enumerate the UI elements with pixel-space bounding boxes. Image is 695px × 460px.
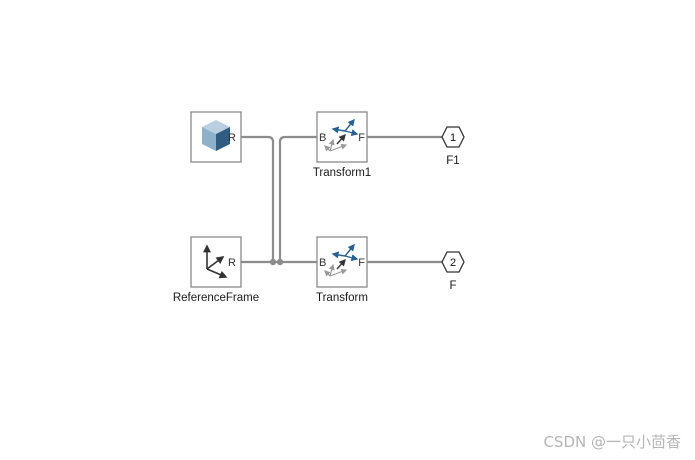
reference-frame-name: ReferenceFrame: [173, 292, 259, 304]
transform1-port-b: B: [319, 132, 326, 144]
connection-port-f-label: F: [449, 280, 456, 292]
hexagon-port-icon: [441, 251, 465, 273]
connection-port-f1[interactable]: 1: [441, 126, 465, 148]
connection-lines: [241, 135, 442, 266]
reference-frame-block-frame: [190, 236, 242, 288]
transform-block[interactable]: B F: [316, 236, 368, 288]
solid-block[interactable]: R: [190, 111, 242, 163]
transform1-block[interactable]: B F: [316, 111, 368, 163]
cube-icon: [202, 120, 230, 151]
line-solid-to-transform1[interactable]: [241, 135, 275, 262]
reference-frame-port-r: R: [228, 257, 236, 269]
solid-port-r: R: [228, 132, 236, 144]
watermark: CSDN @一只小茴香: [543, 433, 681, 451]
transform1-port-f: F: [358, 132, 365, 144]
branch-point: [269, 258, 277, 266]
transform1-name: Transform1: [313, 167, 371, 179]
line-frame-to-transform1[interactable]: [278, 135, 317, 262]
transform-name: Transform: [316, 292, 368, 304]
connection-port-f-number: 2: [450, 257, 456, 269]
frame-axes-icon: [203, 244, 228, 279]
connection-port-f[interactable]: 2: [441, 251, 465, 273]
branch-point: [276, 258, 284, 266]
rigid-transform-icon: [324, 118, 359, 152]
reference-frame-block[interactable]: R: [190, 236, 242, 288]
connection-port-f1-label: F1: [446, 155, 459, 167]
transform-port-f: F: [358, 257, 365, 269]
transform-port-b: B: [319, 257, 326, 269]
rigid-transform-icon: [324, 243, 359, 277]
hexagon-port-icon: [441, 126, 465, 148]
connection-port-f1-number: 1: [450, 132, 456, 144]
